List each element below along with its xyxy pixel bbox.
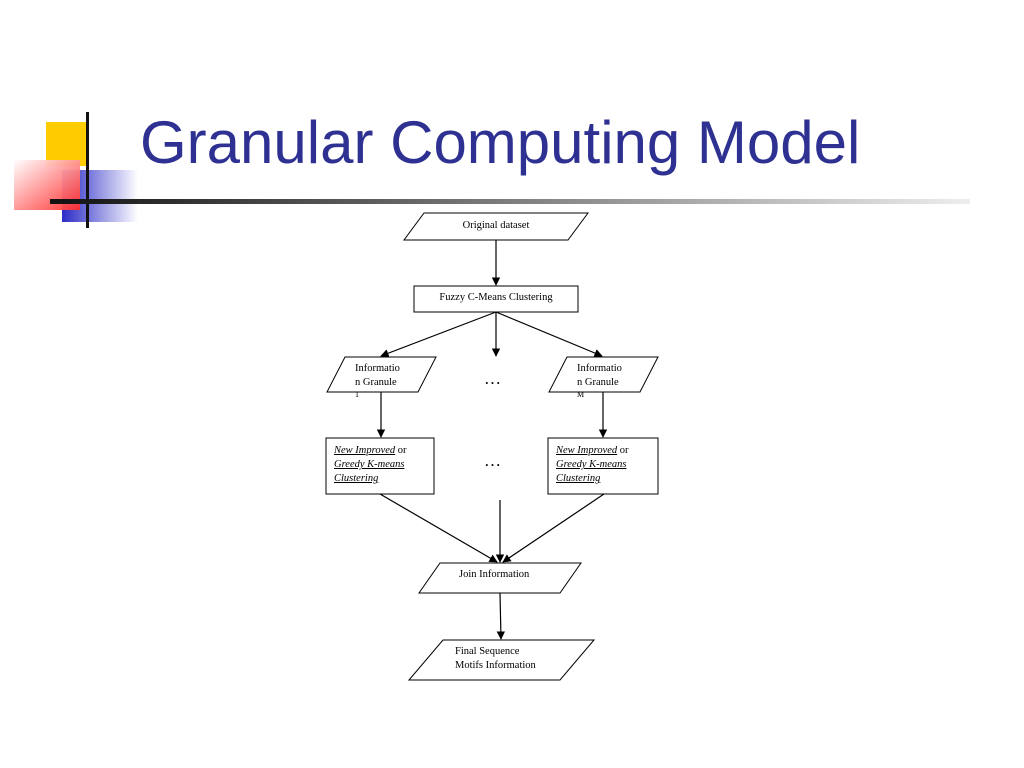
- deco-vertical-bar: [86, 112, 89, 228]
- arrow-fuzzy-to-granule-m: [495, 311, 603, 357]
- kmeans-right-label: New Improved or Greedy K-means Clusterin…: [556, 445, 629, 484]
- deco-yellow-square: [46, 122, 88, 166]
- original-dataset-shape: [403, 212, 589, 241]
- final-motifs-shape: [407, 639, 596, 681]
- arrow-kmeans-left-to-join: [379, 493, 498, 563]
- join-information-shape: [418, 562, 582, 594]
- original-dataset-label: Original dataset: [462, 220, 530, 231]
- arrow-fuzzy-to-granule-1: [380, 311, 497, 358]
- fuzzy-clustering-box: [413, 285, 579, 313]
- fuzzy-clustering-label: Fuzzy C-Means Clustering: [439, 292, 553, 303]
- granule-m-label: Informatio n Granule M: [577, 363, 622, 399]
- join-information-label: Join Information: [459, 569, 530, 580]
- arrow-join-to-final: [496, 592, 506, 640]
- final-motifs-label: Final Sequence Motifs Information: [455, 646, 536, 671]
- granule-ellipsis: …: [484, 369, 501, 388]
- granule-m-shape: [548, 356, 659, 393]
- title-rule: [50, 199, 970, 204]
- kmeans-ellipsis: …: [484, 451, 501, 470]
- kmeans-left-box: [325, 437, 435, 495]
- granule-1-label: Informatio n Granule 1: [355, 363, 400, 399]
- arrow-kmeans-right-to-join: [502, 493, 605, 563]
- kmeans-left-label: New Improved or Greedy K-means Clusterin…: [334, 445, 407, 484]
- slide-title: Granular Computing Model: [140, 109, 861, 176]
- granule-1-shape: [326, 356, 437, 393]
